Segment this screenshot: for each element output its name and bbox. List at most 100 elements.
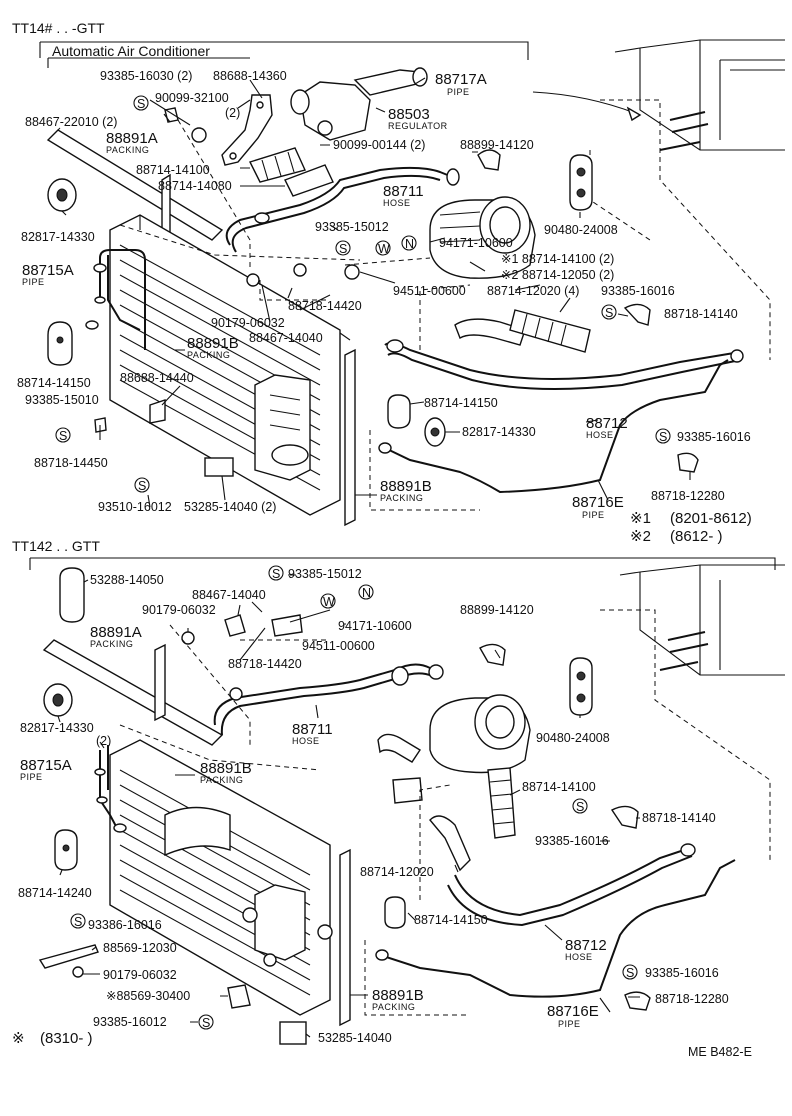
clip-88569-30400 [227,984,251,1009]
w-mark: W [378,242,390,256]
compressor-bottom [429,694,531,774]
grommet-90480-24008-top [569,154,593,211]
label-88714-14100-qty2: ※1 88714-14100 (2) [501,252,614,266]
label-88712-top-sub: HOSE [586,430,614,440]
label-94511-00600-bottom: 94511-00600 [302,639,375,653]
label-82817-14330-bottom: 82817-14330 [20,721,94,735]
n-mark: N [405,237,414,251]
hose-88714-12020-top [509,309,591,353]
label-88891A-bottom: 88891A [90,624,142,641]
pipe-88716E-bottom [379,859,736,998]
label-93385-16030: 93385-16030 (2) [100,69,192,83]
label-88711-top-sub: HOSE [383,198,411,208]
packing-88891A-top [46,127,224,241]
clamp-88718-14140-bottom [610,805,639,829]
label-90179-06032-bottom-b: 90179-06032 [103,968,177,982]
hose-88711-top [225,166,456,246]
note-range-bottom: (8310- ) [40,1030,93,1047]
label-88715A-bottom: 88715A [20,757,72,774]
label-53285-14040-qty2: 53285-14040 (2) [184,500,276,514]
note1-range: (8201-8612) [670,510,752,527]
strap-88569-12030 [38,944,99,969]
label-88503: 88503 [388,106,430,123]
label-90480-24008-top: 90480-24008 [544,223,618,237]
label-88714-12050-qty2: ※2 88714-12050 (2) [501,268,614,282]
regulator-88503-top [290,67,428,141]
receiver-drier-top [254,374,311,481]
hose-88712-bottom [454,847,691,917]
note1-mark: ※1 [630,510,651,527]
block-53285-14040-bottom [279,1021,307,1045]
s-mark: S [659,430,667,444]
label-53285-14040-bottom: 53285-14040 [318,1031,392,1045]
clamp-88718-12280-top [677,452,699,473]
label-88715A-bottom-sub: PIPE [20,772,43,782]
label-88891B-top-2-sub: PACKING [380,493,423,503]
reference-code: ME B482-E [688,1045,752,1059]
s-mark: S [605,306,613,320]
leader-lines [57,77,691,1038]
s-mark: S [137,97,145,111]
bottom-labels: TT142 . . GTT 53288-14050 93385-15012 88… [12,538,752,1059]
label-88717A: 88717A [435,71,487,88]
label-88714-14080: 88714-14080 [158,179,232,193]
label-93385-16016-top-a: 93385-16016 [601,284,675,298]
s-mark: S [202,1016,210,1030]
label-88467-14040-top: 88467-14040 [249,331,323,345]
label-88891B-top-1: 88891B [187,335,239,352]
label-88467-22010: 88467-22010 (2) [25,115,117,129]
label-93385-15012-bottom: 93385-15012 [288,567,362,581]
label-93510-16012: 93510-16012 [98,500,172,514]
label-88711-bottom: 88711 [292,721,333,738]
hose-88712-top [384,342,741,380]
label-90099-32100: 90099-32100 [155,91,229,105]
label-88716E-top-sub: PIPE [582,510,605,520]
label-93385-16012-bottom: 93385-16012 [93,1015,167,1029]
grommet-90480-24008-bottom [569,657,593,716]
s-mark: S [626,966,634,980]
label-88891A-bottom-sub: PACKING [90,639,133,649]
label-82817-14330-top-b: 82817-14330 [462,425,536,439]
pipe-88716E-top [384,359,729,494]
note-mark-bottom: ※ [12,1030,25,1047]
label-88712-bottom-sub: HOSE [565,952,593,962]
circled-marks: S S W N S S S S S W N S S S S [55,95,671,1030]
block-53285-14040-top [204,457,234,477]
label-90179-06032-top: 90179-06032 [211,316,285,330]
w-mark: W [323,595,335,609]
label-88891B-bottom-1-sub: PACKING [200,775,243,785]
bottom-section [29,557,785,1045]
label-88891B-top-2: 88891B [380,478,432,495]
n-mark: N [362,586,371,600]
label-88569-12030: 88569-12030 [103,941,177,955]
label-93385-15010: 93385-15010 [25,393,99,407]
model-header-bottom: TT142 . . GTT [12,538,100,554]
label-88714-14100-bottom: 88714-14100 [522,780,596,794]
clamp-90099-32100 [191,127,207,143]
s-mark: S [576,800,584,814]
label-88714-14150-top-left: 88714-14150 [17,376,91,390]
label-88718-14140-bottom: 88718-14140 [642,811,716,825]
label-88711-top: 88711 [383,183,424,200]
compressor-top [429,196,536,279]
label-88714-14150-bottom: 88714-14150 [414,913,488,927]
label-88503-sub: REGULATOR [388,121,448,131]
label-93386-16016: 93386-16016 [88,918,162,932]
label-93385-16016-bottom-b: 93385-16016 [645,966,719,980]
label-93385-15012-top: 93385-15012 [315,220,389,234]
note2-range: (8612- ) [670,528,723,545]
hose-88711-bottom [213,663,431,726]
label-88712-top: 88712 [586,415,628,432]
label-88718-14140-top: 88718-14140 [664,307,738,321]
label-88891B-bottom-2: 88891B [372,987,424,1004]
label-88891A-sub: PACKING [106,145,149,155]
label-88714-14100: 88714-14100 [136,163,210,177]
label-88718-14450: 88718-14450 [34,456,108,470]
label-88688-14440: 88688-14440 [120,371,194,385]
label-90480-24008-bottom: 90480-24008 [536,731,610,745]
clamp-88718-14140-top [623,303,651,326]
receiver-drier-bottom [254,884,306,961]
label-88716E-bottom: 88716E [547,1003,599,1020]
label-88899-14120-bottom: 88899-14120 [460,603,534,617]
